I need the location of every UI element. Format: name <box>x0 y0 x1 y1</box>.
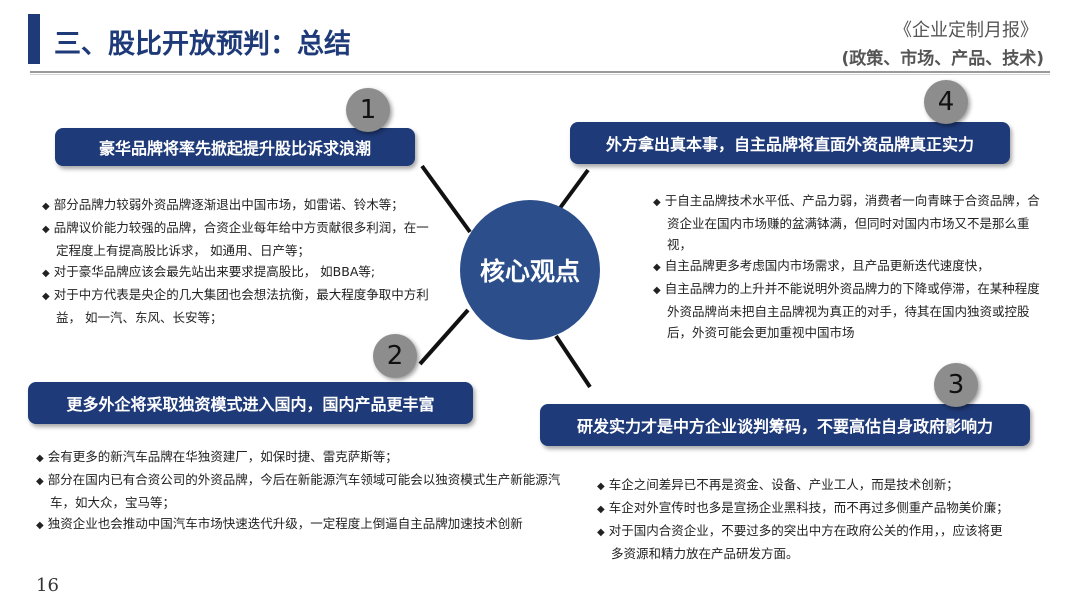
list-item: 部分在国内已有合资公司的外资品牌，今后在新能源汽车领域可能会以独资模式生产新能源… <box>36 469 571 513</box>
header-divider-shadow <box>30 74 1050 75</box>
list-item: 于自主品牌技术水平低、产品力弱，消费者一向青睐于合资品牌，合资企业在国内市场赚的… <box>653 190 1048 255</box>
page-title: 三、股比开放预判：总结 <box>54 29 351 60</box>
connector-line-2 <box>418 308 470 366</box>
list-item: 会有更多的新汽车品牌在华独资建厂，如保时捷、雷克萨斯等； <box>36 446 571 469</box>
publication-subtitle: (政策、市场、产品、技术) <box>841 49 1044 69</box>
list-item: 车企之间差异已不再是资金、设备、产业工人，而是技术创新； <box>597 474 1012 497</box>
headline-banner-4: 外方拿出真本事，自主品牌将直面外资品牌真正实力 <box>570 122 1010 164</box>
list-item: 独资企业也会推动中国汽车市场快速迭代升级，一定程度上倒逼自主品牌加速技术创新 <box>36 513 571 536</box>
bullet-list-3: 车企之间差异已不再是资金、设备、产业工人，而是技术创新； 车企对外宣传时也多是宣… <box>597 474 1012 564</box>
list-item: 品牌议价能力较强的品牌，合资企业每年给中方贡献很多利润，在一定程度上有提高股比诉… <box>42 217 432 261</box>
number-badge-1: 1 <box>346 88 390 132</box>
connector-line-4 <box>558 168 590 210</box>
bullet-list-4: 于自主品牌技术水平低、产品力弱，消费者一向青睐于合资品牌，合资企业在国内市场赚的… <box>653 190 1048 343</box>
connector-line-3 <box>554 334 592 389</box>
list-item: 车企对外宣传时也多是宣扬企业黑科技，而不再过多侧重产品物美价廉； <box>597 497 1012 520</box>
list-item: 对于中方代表是央企的几大集团也会想法抗衡，最大程度争取中方利益， 如一汽、东风、… <box>42 284 432 328</box>
list-item: 对于豪华品牌应该会最先站出来要求提高股比， 如BBA等; <box>42 261 432 284</box>
number-badge-2: 2 <box>373 334 417 378</box>
bullet-list-1: 部分品牌力较弱外资品牌逐渐退出中国市场，如雷诺、铃木等； 品牌议价能力较强的品牌… <box>42 194 432 328</box>
list-item: 部分品牌力较弱外资品牌逐渐退出中国市场，如雷诺、铃木等； <box>42 194 432 217</box>
list-item: 对于国内合资企业，不要过多的突出中方在政府公关的作用，，应该将更多资源和精力放在… <box>597 520 1012 564</box>
header-divider <box>30 71 1050 73</box>
number-badge-3: 3 <box>934 363 978 407</box>
headline-banner-3: 研发实力才是中方企业谈判筹码，不要高估自身政府影响力 <box>540 404 1030 446</box>
page-number: 16 <box>36 575 59 596</box>
bullet-list-2: 会有更多的新汽车品牌在华独资建厂，如保时捷、雷克萨斯等； 部分在国内已有合资公司… <box>36 446 571 536</box>
list-item: 自主品牌更多考虑国内市场需求，且产品更新迭代速度快， <box>653 255 1048 278</box>
connector-line-1 <box>420 164 472 234</box>
headline-banner-2: 更多外企将采取独资模式进入国内，国内产品更丰富 <box>28 382 473 424</box>
title-accent-bar <box>28 14 40 64</box>
headline-banner-1: 豪华品牌将率先掀起提升股比诉求浪潮 <box>55 128 415 166</box>
publication-name: 《企业定制月报》 <box>894 20 1038 41</box>
core-viewpoint-circle: 核心观点 <box>460 200 600 340</box>
number-badge-4: 4 <box>924 80 968 124</box>
list-item: 自主品牌力的上升并不能说明外资品牌力的下降或停滞，在某种程度外资品牌尚未把自主品… <box>653 278 1048 343</box>
